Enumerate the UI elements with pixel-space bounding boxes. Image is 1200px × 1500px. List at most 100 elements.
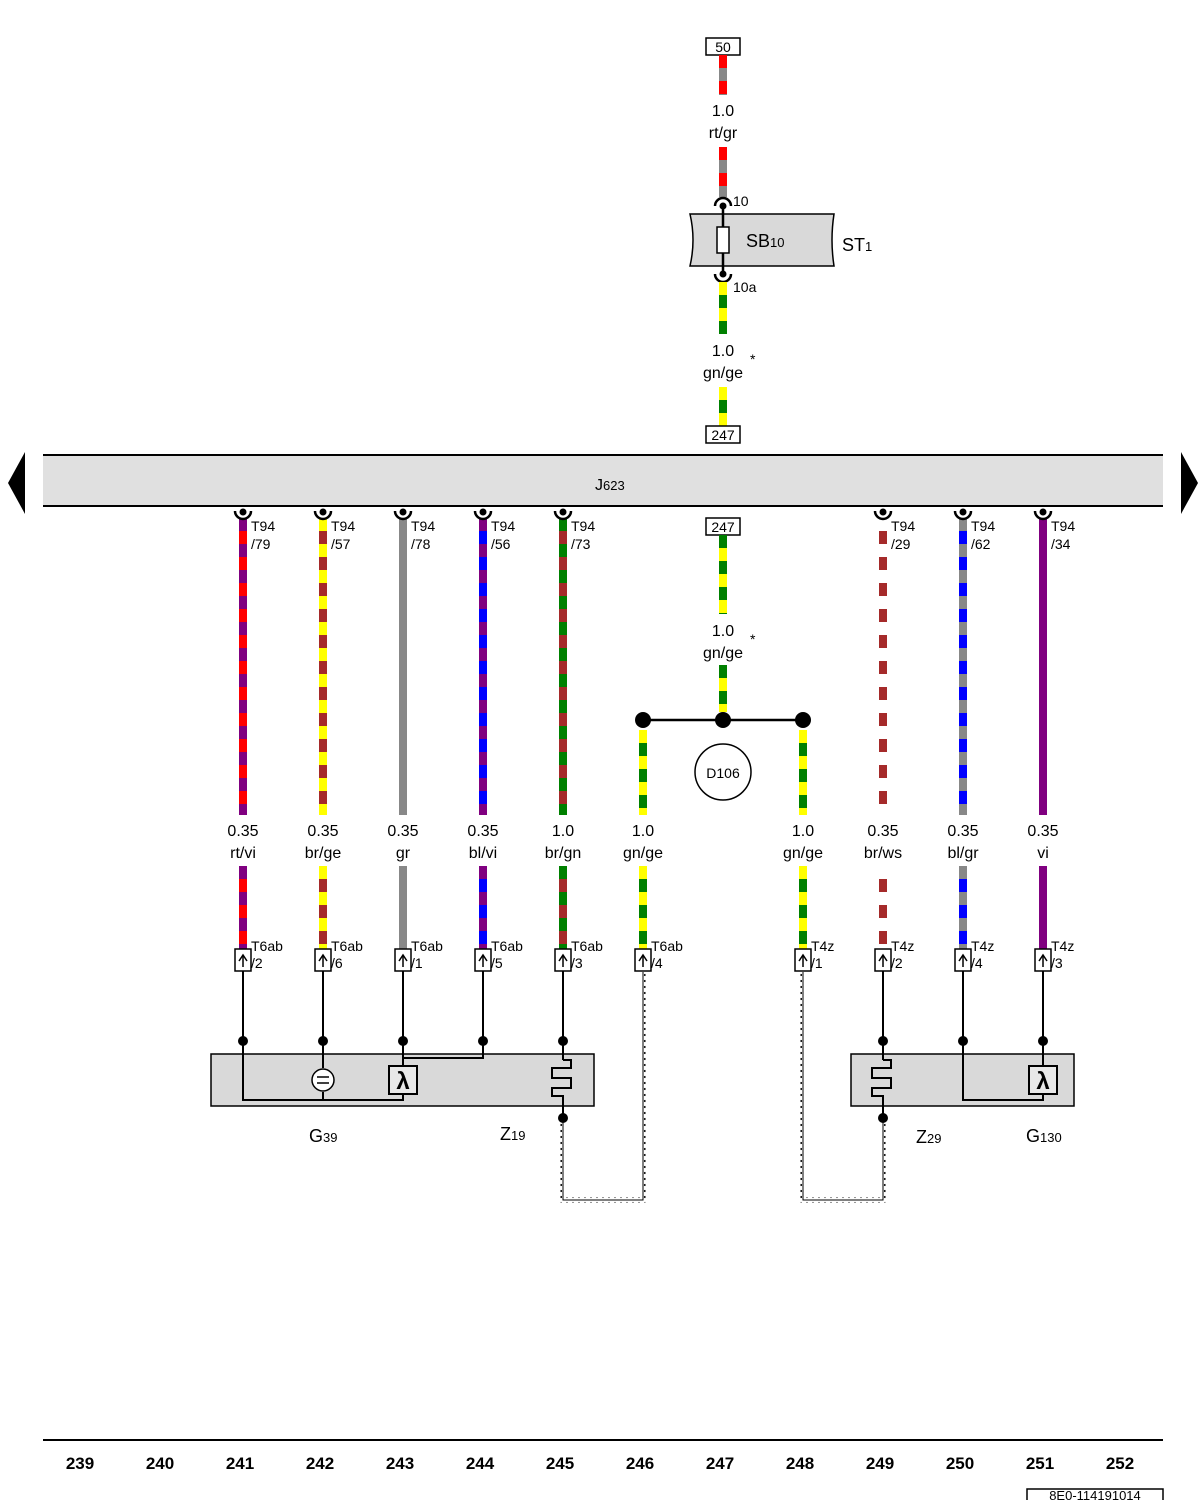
wire-stripe [879,609,887,622]
wire-stripe [239,583,247,596]
wire-stripe [1039,791,1047,804]
grid-number: 244 [466,1454,495,1473]
wire-gauge-label: 0.35 [467,823,498,840]
wire-stripe [319,765,327,778]
wire-stripe [319,892,327,905]
wire-stripe [479,661,487,674]
plug-label: T6ab [331,938,363,954]
wire-stripe [559,635,567,648]
ecu-pin-connector [553,510,573,521]
wire-stripe [559,804,567,815]
wire-stripe [799,944,807,949]
wire-stripe [399,700,407,713]
wire-stripe [399,726,407,739]
wire-stripe [559,739,567,752]
wire-stripe [1039,570,1047,583]
wire-stripe [719,295,727,308]
heater-icon [871,1059,892,1118]
wire-stripe [639,730,647,743]
wire-stripe [639,866,647,879]
wire-stripe [239,648,247,661]
wire-stripe [719,691,727,704]
wire-stripe [239,879,247,892]
wire-stripe [479,557,487,570]
wire-stripe [879,544,887,557]
fuse-pin-10a-connector [713,270,733,284]
wire-stripe [319,557,327,570]
wire-stripe [799,931,807,944]
wire-stripe [319,778,327,791]
plug-pin-label: /1 [411,955,423,971]
wire-stripe [559,866,567,879]
wire-stripe [399,905,407,918]
ecu-pin-connector [953,510,973,521]
wire-stripe [959,791,967,804]
plug-label: T4z [971,938,994,954]
fuse-label: SB10 [746,231,784,251]
wire-color-label: br/ws [864,845,902,862]
wire-stripe [239,905,247,918]
ecu-pin-connector [313,510,333,521]
previous-page-arrow[interactable] [8,452,25,514]
wire-stripe [959,635,967,648]
wire-color-label: gn/ge [703,645,743,662]
wire-stripe [959,700,967,713]
ecu-pin-connector [393,510,413,521]
wire-stripe [1039,557,1047,570]
wire-color-label: gr [396,845,411,862]
wire-stripe [559,518,567,531]
wire-stripe [959,544,967,557]
wire-stripe [1039,544,1047,557]
wire-stripe [1039,892,1047,905]
wire-stripe [319,918,327,931]
wire-stripe [879,674,887,687]
grid-number: 252 [1106,1454,1134,1473]
ecu-conn-label: T94 [251,518,275,534]
splice-junction [635,712,811,801]
wire-stripe [559,726,567,739]
wire-stripe [719,587,727,600]
wire-stripe [879,713,887,726]
wire-stripe [719,387,727,400]
wire-stripe [1039,726,1047,739]
wire-stripe [559,531,567,544]
wire-stripe [719,160,727,173]
wire-stripe [479,791,487,804]
wire-stripe [479,596,487,609]
wire-stripe [719,173,727,186]
ecu-pin-label: /56 [491,536,511,552]
wire-stripe [319,713,327,726]
wire-stripe [239,765,247,778]
grid-number: 239 [66,1454,94,1473]
wire-stripe [479,700,487,713]
wire-stripe [239,596,247,609]
next-page-arrow[interactable] [1181,452,1198,514]
wire-gauge-label: 1.0 [552,823,574,840]
wire-stripe [1039,713,1047,726]
wire-stripe [319,648,327,661]
ecu-label: J623 [595,477,625,494]
wire-stripe [319,879,327,892]
wire-stripe [879,531,887,544]
wire-stripe [559,765,567,778]
wire-stripe [479,635,487,648]
wire-stripe [479,892,487,905]
wire-stripe [799,918,807,931]
wire-stripe [1039,905,1047,918]
wire-stripe [239,531,247,544]
wire-stripe [719,600,727,613]
ecu-j623 [43,454,1163,507]
wire-stripe [719,81,727,94]
grid-number: 247 [706,1454,734,1473]
wire-stripe [559,596,567,609]
plug-label: T6ab [411,938,443,954]
wire-stripe [959,713,967,726]
plug-label: T6ab [651,938,683,954]
wire-stripe [1039,661,1047,674]
wire-stripe [479,931,487,944]
svg-text:λ: λ [396,1068,409,1095]
wire-stripe [239,752,247,765]
wire-stripe [1039,700,1047,713]
wire-stripe [879,765,887,778]
fuse-holder-label: ST1 [842,235,872,255]
